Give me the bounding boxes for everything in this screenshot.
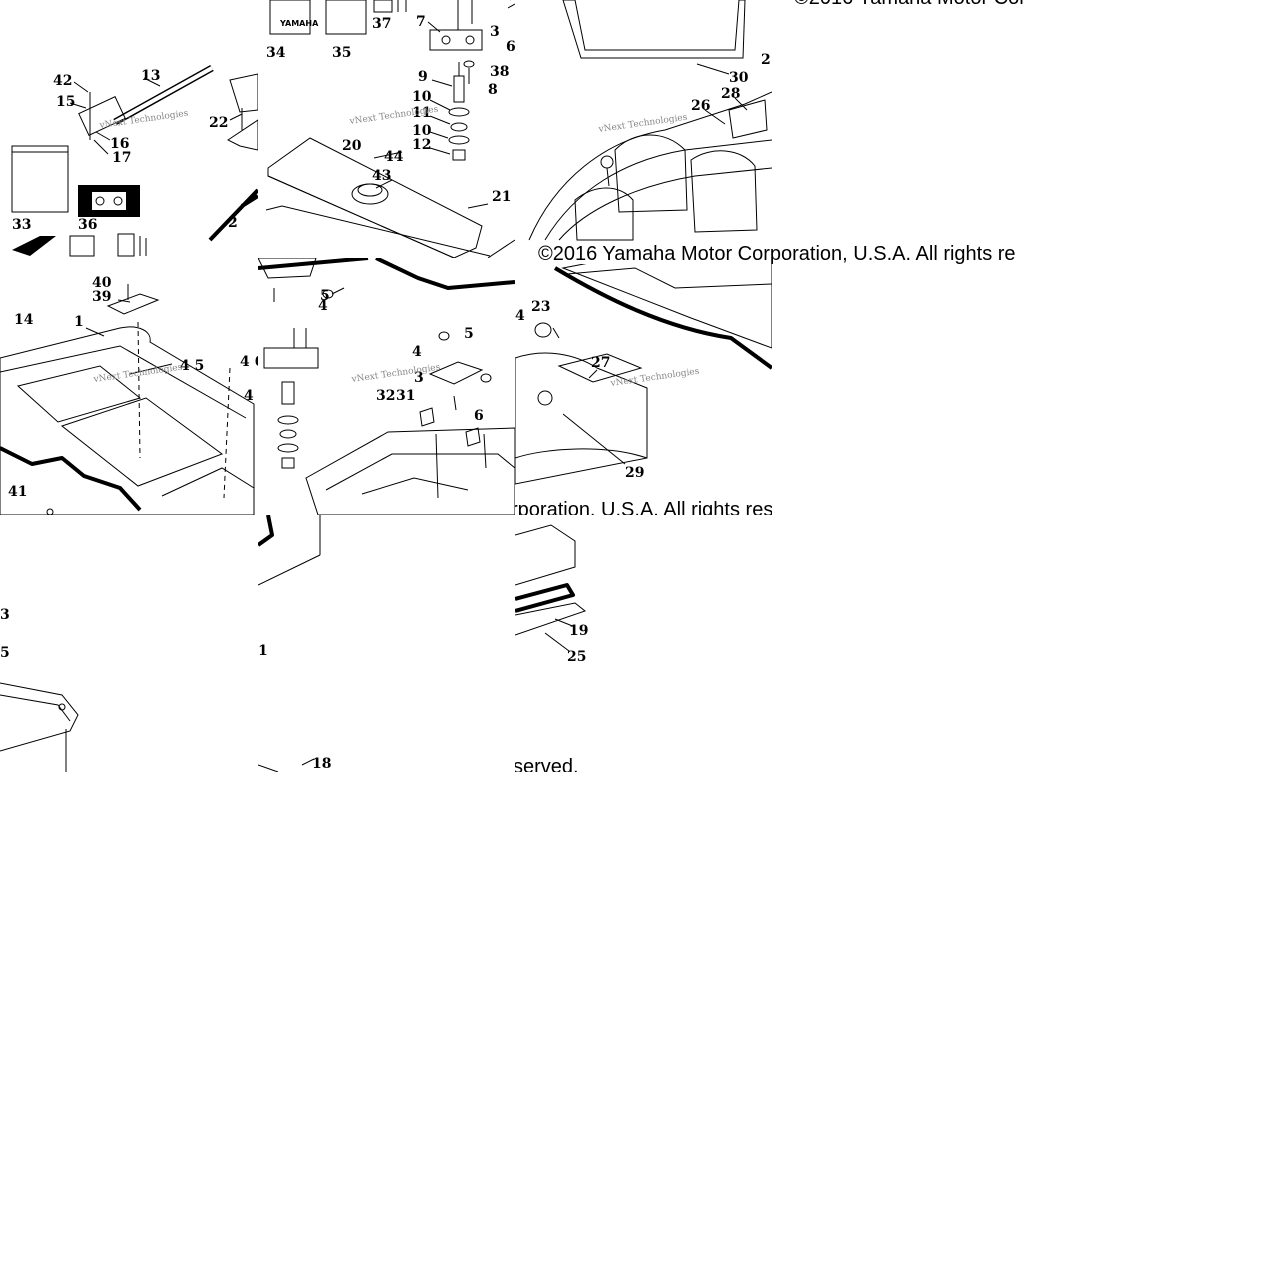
- lower-tub-drawing: 1 18: [258, 515, 331, 772]
- diagram-tile-copyright-top: ©2016 Yamaha Motor Cor: [772, 0, 1030, 258]
- diagram-tile-deck: 40 39 14 1 4 5 4 6 4 5 41 vNext Technolo…: [0, 258, 258, 515]
- callout-15: 15: [56, 94, 75, 110]
- callout-39: 39: [92, 289, 111, 305]
- callout-17: 17: [112, 150, 131, 166]
- diagram-tile-boat-interior: 30 2 26 28 vNext Technologies: [515, 0, 772, 258]
- lid-mount-drawing: YAMAHA 34: [265, 0, 515, 258]
- lid-cap: [351, 183, 389, 205]
- diagram-tile-handle-and-kits: 42 15 13 16 17 22 33 36 2 vNext Technolo…: [0, 0, 258, 258]
- callout-37: 37: [372, 16, 391, 32]
- callout-6: 6: [474, 408, 484, 424]
- watermark: vNext Technologies: [597, 113, 688, 136]
- watermark: vNext Technologies: [350, 363, 441, 386]
- diagram-tile-hull-corner: 3 5: [0, 515, 258, 772]
- storage-tub: [305, 427, 515, 515]
- callout-34: 34: [266, 45, 286, 61]
- drain-cap: [534, 322, 552, 338]
- steering-knob: [600, 155, 614, 169]
- callout-4b: 4: [412, 344, 422, 360]
- callout-14: 14: [14, 312, 34, 328]
- callout-20: 20: [342, 138, 362, 154]
- callout-41: 41: [8, 484, 27, 500]
- diagram-tile-tub-mounts: 5 4 4 5 3 32 31 6 vNext Technologies: [258, 258, 515, 515]
- copyright-drawing: ©2016 Yamaha Motor Cor: [794, 0, 1026, 9]
- diagram-tile-gasket: 19 25 served.: [515, 515, 772, 772]
- copyright-text: ©2016 Yamaha Motor Cor: [794, 0, 1026, 9]
- callout-1: 1: [74, 314, 84, 330]
- callout-18: 18: [312, 756, 331, 772]
- callout-25: 25: [567, 649, 586, 665]
- boat-interior-drawing: 30 2 26 28 vNext Technologies: [528, 0, 772, 241]
- callout-12: 12: [412, 137, 431, 153]
- callout-29: 29: [625, 465, 644, 481]
- callout-45b: 4 5: [244, 388, 258, 404]
- callout-9: 9: [418, 69, 428, 85]
- callout-3: 3: [490, 24, 500, 40]
- callout-5b: 5: [464, 326, 474, 342]
- callout-8: 8: [488, 82, 498, 98]
- boat-seat: [614, 134, 688, 213]
- watermark: vNext Technologies: [92, 363, 183, 386]
- deck-panel: [0, 326, 255, 515]
- copyright-text: served.: [515, 756, 579, 772]
- callout-32: 32: [376, 388, 395, 404]
- callout-10: 10: [412, 89, 432, 105]
- callout-16: 16: [110, 136, 129, 152]
- callout-30: 30: [729, 70, 749, 86]
- handle-kit-drawing: 42 15 13 16 17 22 33 36 2 vNext Technolo…: [11, 64, 258, 257]
- callout-13: 13: [141, 68, 160, 84]
- callout-26: 26: [691, 98, 710, 114]
- callout-21: 21: [492, 189, 511, 205]
- callout-43: 43: [372, 168, 391, 184]
- callout-36: 36: [78, 217, 97, 233]
- callout-46: 4 6: [240, 354, 258, 370]
- boat-seat: [690, 150, 758, 233]
- callout-7: 7: [416, 14, 426, 30]
- callout-33: 33: [12, 217, 31, 233]
- watermark: vNext Technologies: [98, 109, 189, 132]
- callout-24: 4: [515, 308, 525, 324]
- diagram-tile-lower-tub: 1 18: [258, 515, 515, 772]
- callout-28: 28: [721, 86, 740, 102]
- boat-hull: [528, 91, 772, 241]
- callout-22: 22: [209, 115, 228, 131]
- copyright-text: rporation, U.S.A. All rights reserved.: [515, 499, 772, 515]
- callout-3: 3: [0, 607, 10, 623]
- callout-19: 19: [569, 623, 588, 639]
- callout-27: 27: [591, 355, 610, 371]
- rear-compartment-drawing: 4 23 27 29 vNext Technologies rporation,…: [515, 258, 772, 515]
- watermark: vNext Technologies: [609, 367, 700, 390]
- callout-2: 2: [761, 52, 771, 68]
- callout-45: 4 5: [180, 358, 204, 374]
- diagram-tile-rear-compartment: 4 23 27 29 vNext Technologies rporation,…: [515, 258, 772, 515]
- hull-corner-drawing: 3 5: [0, 607, 79, 772]
- callout-23: 23: [531, 299, 550, 315]
- gasket-drawing: 19 25 served.: [515, 524, 588, 772]
- callout-42: 42: [53, 73, 72, 89]
- callout-35: 35: [332, 45, 351, 61]
- callout-10b: 10: [412, 123, 432, 139]
- deck-drawing: 40 39 14 1 4 5 4 6 4 5 41 vNext Technolo…: [0, 275, 258, 515]
- callout-38: 38: [490, 64, 509, 80]
- tub-mount-drawing: 5 4 4 5 3 32 31 6 vNext Technologies: [258, 258, 515, 515]
- rear-compartment: [515, 352, 648, 485]
- callout-1b: 1: [258, 643, 268, 659]
- manual-box: [11, 145, 69, 213]
- callout-2: 2: [228, 215, 238, 231]
- callout-4: 4: [318, 298, 328, 314]
- callout-31: 31: [396, 388, 415, 404]
- callout-6: 6: [506, 39, 515, 55]
- callout-5: 5: [0, 645, 10, 661]
- callout-44: 44: [384, 149, 404, 165]
- storage-lid: [267, 137, 483, 258]
- copyright-text: ©2016 Yamaha Motor Corporation, U.S.A. A…: [538, 243, 1016, 264]
- callout-5: 5: [320, 288, 330, 304]
- callout-11: 11: [412, 105, 431, 121]
- callout-3: 3: [414, 370, 424, 386]
- callout-40: 40: [92, 275, 112, 291]
- copyright-mid: ©2016 Yamaha Motor Corporation, U.S.A. A…: [530, 242, 1030, 264]
- diagram-tile-lid-and-mounts: YAMAHA 34: [258, 0, 515, 258]
- yamaha-logo-text: YAMAHA: [279, 19, 319, 28]
